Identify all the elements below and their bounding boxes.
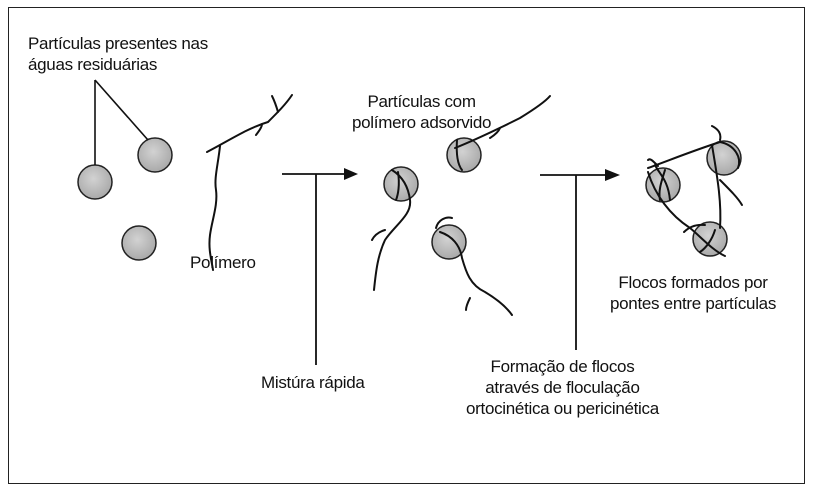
label-line: Partículas presentes nas [28,34,208,53]
particle [137,137,173,173]
label-floc-formation: Formação de flocos através de floculação… [466,356,659,419]
label-particles-in-wastewater: Partículas presentes nas águas residuári… [28,33,208,75]
particle [77,164,113,200]
label-flocs-formed: Flocos formados por pontes entre partícu… [610,272,776,314]
label-text: Polímero [190,253,256,272]
arrow-flocculation [540,169,620,350]
adsorbed-particles [383,137,482,260]
floc-bridges [647,125,743,257]
label-rapid-mixing: Mistúra rápida [261,372,365,393]
label-polymer: Polímero [190,252,256,273]
label-text: Mistúra rápida [261,373,365,392]
particle [692,221,728,257]
label-line: Flocos formados por [618,273,768,292]
label-line: polímero adsorvido [352,113,492,132]
label-line: águas residuárias [28,55,158,74]
free-particles [77,137,173,261]
label-line: ortocinética ou pericinética [466,399,659,418]
label-line: Formação de flocos [490,357,635,376]
label-line: pontes entre partículas [610,294,777,313]
label-line: através de floculação [485,378,640,397]
label-line: Partículas com [367,92,476,111]
particle [121,225,157,261]
particle [383,166,419,202]
adsorbed-polymer-chains [371,95,551,316]
particle-pointer-lines [94,79,149,165]
arrow-mixing [282,168,358,365]
label-particles-with-adsorbed-polymer: Partículas com polímero adsorvido [352,91,491,133]
particle [446,137,482,173]
polymer-chain [206,94,293,271]
particle [431,224,467,260]
